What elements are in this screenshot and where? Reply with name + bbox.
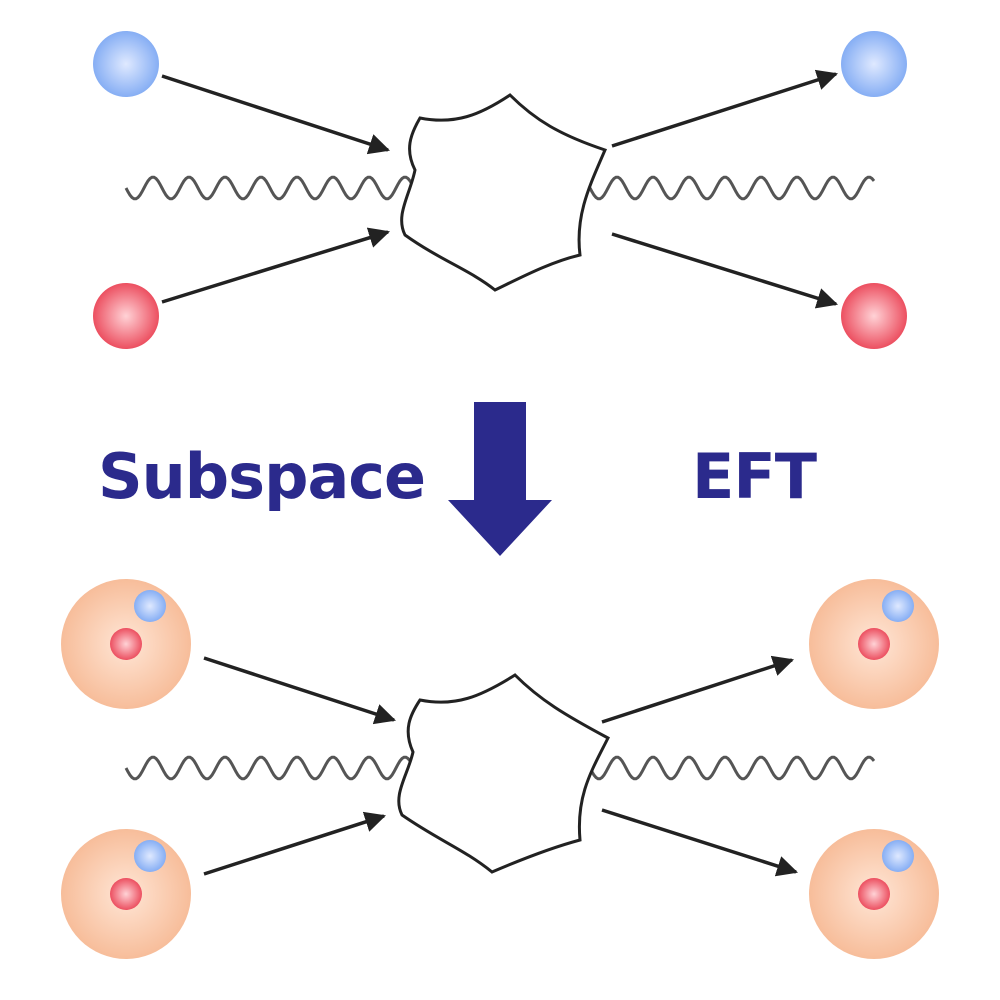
bottom-outgoing-composite-upper xyxy=(809,579,939,709)
top-outgoing-blue-particle xyxy=(841,31,907,97)
top-photon-wave-left xyxy=(124,175,420,201)
composite-red-constituent xyxy=(110,628,142,660)
top-interaction-blob xyxy=(400,93,608,292)
bottom-incoming-composite-lower xyxy=(61,829,191,959)
bottom-outgoing-composite-lower xyxy=(809,829,939,959)
top-incoming-red-particle xyxy=(93,283,159,349)
composite-blue-constituent xyxy=(882,840,914,872)
composite-blue-constituent xyxy=(134,590,166,622)
bottom-outgoing-arrow-upper xyxy=(601,655,794,724)
transition-section: Subspace EFT xyxy=(98,402,818,556)
top-incoming-blue-particle xyxy=(93,31,159,97)
top-outgoing-arrow-upper xyxy=(611,69,838,148)
top-panel xyxy=(93,31,907,349)
label-eft: EFT xyxy=(692,440,817,513)
top-incoming-arrow-upper xyxy=(161,74,390,155)
label-subspace: Subspace xyxy=(98,440,425,513)
composite-red-constituent xyxy=(858,878,890,910)
composite-red-constituent xyxy=(110,878,142,910)
bottom-photon-wave-right xyxy=(588,755,876,781)
bottom-incoming-arrow-lower xyxy=(203,811,386,876)
bottom-photon-wave-left xyxy=(124,755,420,781)
bottom-incoming-composite-upper xyxy=(61,579,191,709)
bottom-panel xyxy=(61,579,939,959)
top-outgoing-red-particle xyxy=(841,283,907,349)
top-outgoing-arrow-lower xyxy=(611,232,839,309)
big-down-arrow-icon xyxy=(448,402,552,556)
composite-blue-constituent xyxy=(134,840,166,872)
bottom-outgoing-arrow-lower xyxy=(601,808,799,877)
composite-red-constituent xyxy=(858,628,890,660)
bottom-incoming-arrow-upper xyxy=(203,656,396,725)
bottom-interaction-blob xyxy=(397,673,610,874)
top-incoming-arrow-lower xyxy=(161,227,391,304)
composite-blue-constituent xyxy=(882,590,914,622)
top-photon-wave-right xyxy=(588,175,876,201)
